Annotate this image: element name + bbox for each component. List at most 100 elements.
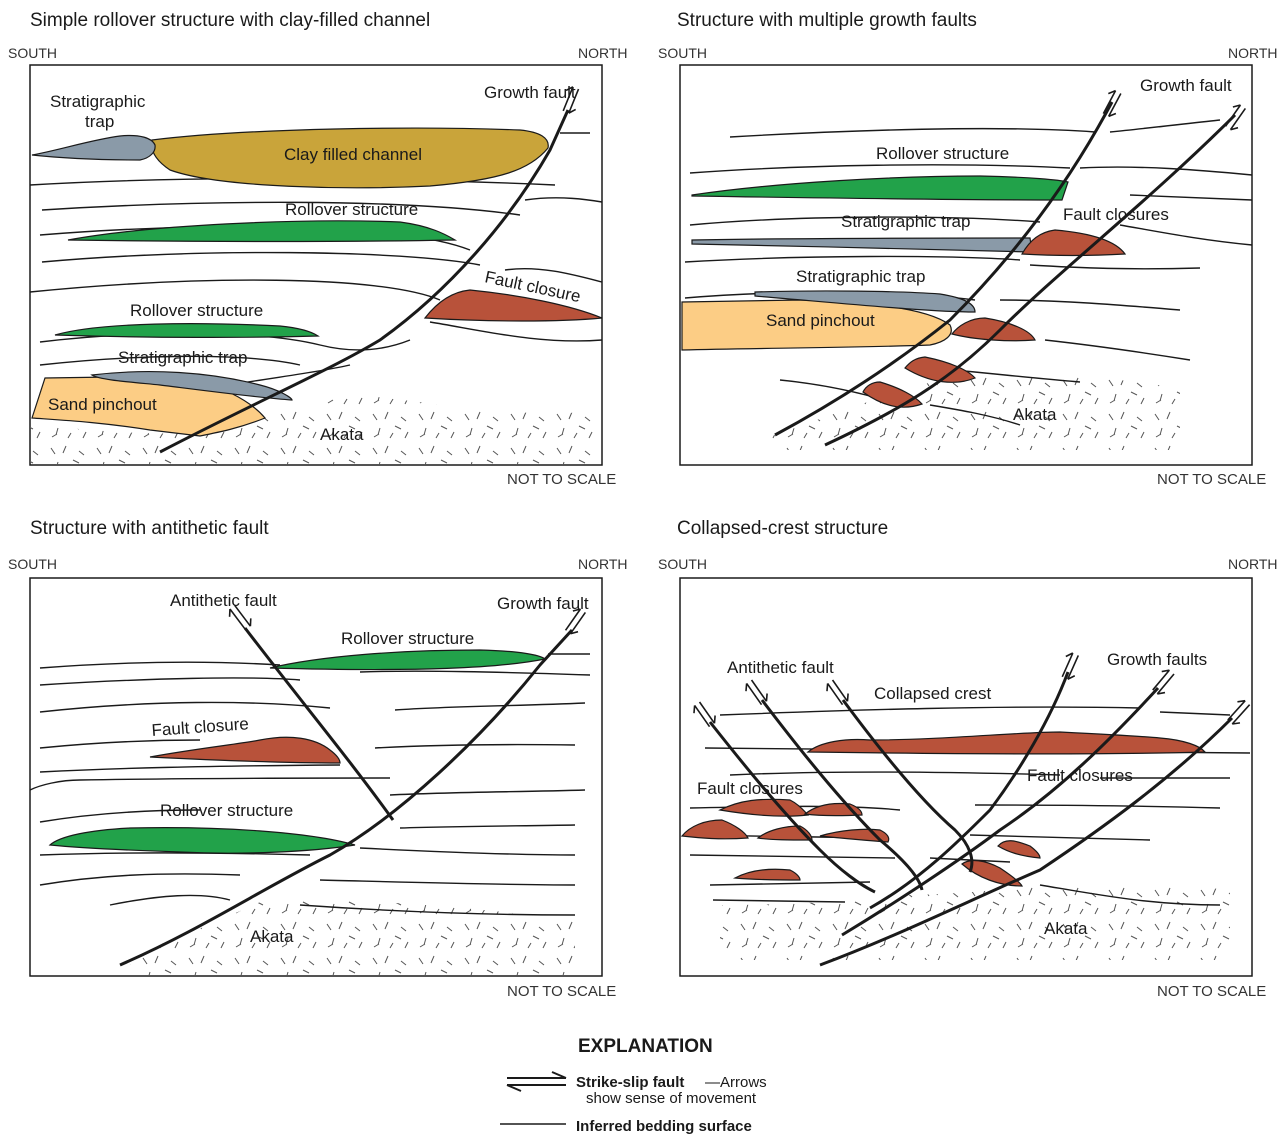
bedding-line	[689, 164, 1253, 176]
strike-slip-arrow-icon	[228, 604, 252, 631]
panel-simple-rollover: Simple rollover structure with clay-fill…	[8, 10, 628, 488]
label-clay-channel: Clay filled channel	[284, 145, 422, 164]
fault-closure-body	[950, 317, 1036, 342]
panel-title: Structure with multiple growth faults	[677, 10, 977, 31]
strike-slip-fault-icon	[506, 1071, 567, 1092]
label-rollover-structure: Rollover structure	[876, 144, 1009, 163]
bedding-line	[29, 777, 586, 796]
bedding-line	[429, 321, 603, 342]
akata-basement	[30, 395, 602, 465]
north-label: NORTH	[1228, 45, 1278, 61]
legend-title: EXPLANATION	[578, 1036, 713, 1057]
label-stratigraphic-trap: trap	[85, 112, 114, 131]
bedding-line	[41, 251, 603, 283]
bedding-line	[29, 279, 441, 301]
growth-fault-line	[869, 671, 1070, 910]
label-akata: Akata	[250, 927, 294, 946]
strike-slip-arrow-icon	[745, 679, 768, 706]
bedding-line	[689, 854, 1011, 863]
label-sand-pinchout: Sand pinchout	[48, 395, 157, 414]
growth-fault-line	[119, 628, 574, 967]
antithetic-fault-line	[760, 699, 924, 891]
rollover-body	[691, 175, 1069, 201]
stratigraphic-trap-body	[691, 237, 1033, 253]
label-stratigraphic-trap: Stratigraphic trap	[118, 348, 247, 367]
panel-antithetic-fault: Structure with antithetic fault SOUTH NO…	[8, 518, 628, 1000]
bedding-line	[39, 701, 586, 713]
south-label: SOUTH	[8, 45, 57, 61]
bedding-line	[689, 216, 1253, 246]
fault-closure-body	[680, 819, 749, 840]
fault-closure-body	[997, 840, 1041, 859]
bedding-line	[39, 809, 576, 829]
strike-slip-arrow-icon	[1224, 104, 1247, 131]
bedding-line	[39, 764, 341, 773]
bedding-line	[684, 255, 1201, 270]
bedding-line	[39, 847, 576, 856]
strike-slip-arrow-icon	[1152, 669, 1175, 695]
bedding-line	[709, 881, 871, 886]
label-stratigraphic-trap: Stratigraphic trap	[841, 212, 970, 231]
bedding-line	[1044, 339, 1191, 361]
panel-multiple-growth-faults: Structure with multiple growth faults SO…	[658, 10, 1278, 488]
label-antithetic-fault: Antithetic fault	[170, 591, 277, 610]
antithetic-fault-line	[841, 699, 974, 873]
bedding-line	[39, 873, 576, 886]
panel-frame	[679, 577, 1253, 977]
bedding-line	[729, 771, 1230, 779]
south-label: SOUTH	[8, 556, 57, 572]
bedding-line	[999, 299, 1181, 311]
rollover-body	[48, 827, 356, 854]
label-rollover-structure: Rollover structure	[341, 629, 474, 648]
bedding-line	[729, 119, 1221, 138]
fault-closure-body	[149, 736, 341, 764]
panel-title: Simple rollover structure with clay-fill…	[30, 10, 430, 31]
antithetic-fault-line	[708, 721, 876, 894]
label-fault-closures: Fault closures	[1027, 766, 1133, 785]
north-label: NORTH	[1228, 556, 1278, 572]
legend-fault-desc: show sense of movement	[586, 1090, 757, 1107]
stratigraphic-trap-body	[754, 290, 976, 313]
growth-fault-line	[819, 716, 1234, 967]
label-fault-closure: Fault closure	[151, 714, 249, 740]
strike-slip-arrow-icon	[1061, 652, 1080, 680]
south-label: SOUTH	[658, 556, 707, 572]
label-collapsed-crest: Collapsed crest	[874, 684, 991, 703]
label-akata: Akata	[1013, 405, 1057, 424]
label-rollover-structure: Rollover structure	[285, 200, 418, 219]
label-growth-fault: Growth fault	[497, 594, 589, 613]
collapsed-crest-body	[806, 731, 1207, 755]
scale-note: NOT TO SCALE	[507, 983, 616, 1000]
panel-collapsed-crest: Collapsed-crest structure SOUTH NORTH	[658, 518, 1278, 1000]
panel-title: Structure with antithetic fault	[30, 518, 269, 539]
north-label: NORTH	[578, 556, 628, 572]
panel-frame	[679, 64, 1253, 466]
label-rollover-structure: Rollover structure	[160, 801, 293, 820]
scale-note: NOT TO SCALE	[1157, 471, 1266, 488]
fault-closure-body	[732, 868, 801, 881]
label-growth-faults: Growth faults	[1107, 650, 1207, 669]
akata-basement	[720, 882, 1230, 960]
label-fault-closures: Fault closures	[1063, 205, 1169, 224]
stratigraphic-trap-body	[31, 134, 156, 161]
north-label: NORTH	[578, 45, 628, 61]
label-akata: Akata	[320, 425, 364, 444]
label-sand-pinchout: Sand pinchout	[766, 311, 875, 330]
stratigraphic-trap-body	[90, 371, 293, 401]
fault-closure-body	[1020, 229, 1127, 257]
scale-note: NOT TO SCALE	[507, 471, 616, 488]
legend-bedding: Inferred bedding surface	[576, 1118, 752, 1135]
clay-channel-body	[150, 127, 549, 189]
label-growth-fault: Growth fault	[484, 83, 576, 102]
label-stratigraphic-trap: Stratigraphic	[50, 92, 146, 111]
strike-slip-arrow-icon	[562, 86, 580, 114]
strike-slip-arrow-icon	[1227, 699, 1251, 725]
label-antithetic-fault: Antithetic fault	[727, 658, 834, 677]
bedding-line	[1039, 884, 1221, 906]
bedding-line	[109, 894, 576, 916]
bedding-line	[41, 197, 603, 216]
akata-basement	[130, 899, 575, 975]
bedding-line	[39, 653, 590, 669]
akata-basement	[760, 375, 1180, 450]
